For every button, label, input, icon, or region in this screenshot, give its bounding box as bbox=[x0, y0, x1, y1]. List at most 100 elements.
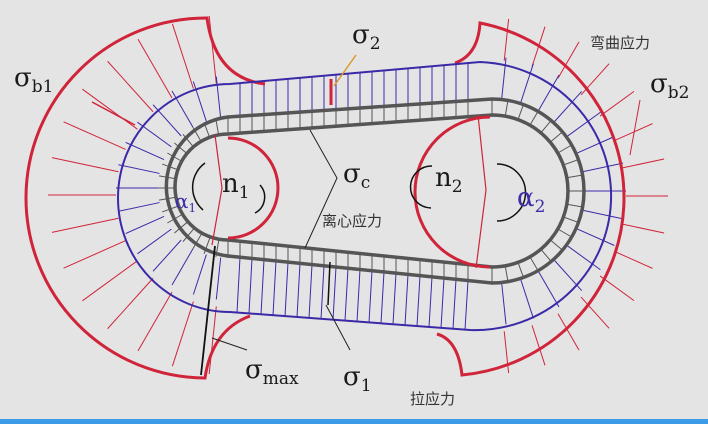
tension-hatch-line bbox=[125, 141, 165, 160]
belt-hatch-line bbox=[517, 104, 524, 120]
tension-hatch-line bbox=[537, 270, 560, 308]
belt-hatch-line bbox=[557, 228, 572, 238]
tension-hatch-line bbox=[171, 90, 194, 128]
belt-hatch-line bbox=[566, 203, 583, 208]
label-n1: n1 bbox=[222, 169, 250, 203]
tension-hatch-line bbox=[320, 265, 325, 320]
tension-hatch-line bbox=[519, 278, 534, 319]
tension-hatch-line bbox=[192, 81, 207, 122]
belt-hatch-line bbox=[192, 233, 202, 249]
tension-hatch-line bbox=[368, 270, 373, 323]
bending-hatch-line bbox=[82, 260, 138, 302]
belt-outer bbox=[164, 97, 586, 285]
sigma1-leader bbox=[325, 304, 351, 351]
n2-arrow-icon bbox=[409, 165, 433, 209]
belt-hatch-line bbox=[549, 131, 563, 143]
belt-hatch-line bbox=[529, 111, 539, 126]
sigma-max-leader bbox=[211, 337, 248, 351]
bending-hatch-line bbox=[107, 60, 154, 113]
label-n2: n2 bbox=[435, 163, 463, 197]
belt-inner bbox=[173, 113, 570, 269]
bending-hatch-line bbox=[614, 250, 653, 269]
belt-hatch-line bbox=[174, 142, 188, 155]
tension-hatch-line bbox=[118, 164, 160, 174]
bending-hatch-line bbox=[51, 217, 119, 233]
tension-hatch-line bbox=[260, 259, 265, 315]
tension-hatch-line bbox=[248, 258, 253, 314]
tension-hatch-line bbox=[344, 268, 349, 321]
tension-hatch-line bbox=[404, 274, 409, 326]
bending-hatch-line bbox=[580, 63, 610, 96]
tension-hatch-line bbox=[215, 76, 222, 119]
sigma2-leader bbox=[333, 54, 357, 87]
label-sigma-b2: σb2 bbox=[650, 69, 689, 103]
belt-hatch-line bbox=[529, 256, 539, 271]
bending-hatch-line bbox=[208, 15, 217, 84]
bottom-bar bbox=[0, 419, 708, 424]
tension-hatch-line bbox=[308, 264, 313, 319]
bending-hatch-line bbox=[51, 157, 119, 173]
tension-hatch-line bbox=[118, 202, 160, 212]
bending-hatch-line bbox=[171, 23, 194, 89]
label-sigma-max: σmax bbox=[245, 355, 299, 389]
tension-hatch-line bbox=[553, 91, 583, 123]
belt-hatch-line bbox=[563, 216, 579, 223]
belt-hatch-line bbox=[504, 265, 509, 282]
belt-hatch-line bbox=[566, 174, 583, 179]
tension-hatch-line bbox=[537, 74, 560, 112]
bending-hatch-line bbox=[137, 291, 173, 352]
tension-hatch-line bbox=[356, 269, 361, 322]
belt-hatch-line bbox=[540, 248, 552, 262]
tension-hatch-line bbox=[428, 276, 433, 328]
label-alpha2: α2 bbox=[517, 183, 545, 217]
tension-hatch-line bbox=[137, 228, 172, 255]
sigma-c-leader bbox=[304, 129, 338, 249]
alpha1-arrow-icon bbox=[191, 162, 206, 211]
label-sigma-1: σ1 bbox=[343, 362, 372, 396]
driven-pulley bbox=[413, 115, 491, 269]
tension-hatch-line bbox=[152, 104, 182, 137]
stress-hatching bbox=[48, 15, 668, 375]
tension-hatch-line bbox=[125, 216, 165, 235]
n1-arrow-icon bbox=[254, 184, 266, 214]
tension-hatch-line bbox=[575, 136, 615, 155]
sigma1-arrow bbox=[327, 261, 331, 306]
label-tensile-stress: 拉应力 bbox=[410, 390, 455, 408]
tension-hatch-line bbox=[416, 275, 421, 327]
bending-hatch-line bbox=[622, 158, 665, 169]
tension-hatch-line bbox=[332, 267, 337, 320]
tension-hatch-line bbox=[581, 162, 624, 173]
tension-hatch-line bbox=[581, 209, 624, 220]
tension-hatch-line bbox=[519, 63, 534, 104]
bending-hatch-line bbox=[82, 88, 138, 130]
belt-hatch-line bbox=[549, 239, 563, 251]
driver-pulley bbox=[227, 136, 280, 240]
belt-hatch-line bbox=[182, 228, 195, 242]
bending-stress-envelope-driven bbox=[436, 21, 626, 377]
label-sigma-c: σc bbox=[343, 159, 370, 193]
alpha2-arrow-icon bbox=[496, 163, 527, 222]
sigma-b1-arrow bbox=[91, 101, 136, 126]
belt-hatch-line bbox=[167, 152, 183, 162]
bending-hatch-line bbox=[580, 296, 610, 329]
bending-hatch-line bbox=[622, 223, 665, 234]
bending-hatch-line bbox=[107, 277, 154, 330]
tension-hatch-line bbox=[152, 239, 182, 272]
tension-hatch-line bbox=[284, 262, 289, 317]
tension-hatch-line bbox=[171, 248, 194, 286]
tension-hatch-line bbox=[215, 257, 222, 300]
bending-hatch-line bbox=[599, 90, 635, 117]
tension-hatch-line bbox=[192, 254, 207, 295]
bending-hatch-line bbox=[171, 301, 194, 367]
label-bending-stress: 弯曲应力 bbox=[590, 34, 650, 52]
bending-hatch-line bbox=[557, 313, 580, 351]
belt-hatch-line bbox=[540, 120, 552, 134]
tension-hatch-line bbox=[566, 244, 601, 271]
belt-hatch-line bbox=[215, 118, 220, 136]
belt-hatch-line bbox=[182, 134, 195, 148]
tension-stress-envelope bbox=[117, 60, 613, 332]
tension-hatch-line bbox=[464, 280, 469, 330]
belt-hatch-line bbox=[563, 159, 579, 166]
tension-hatch-line bbox=[236, 257, 241, 313]
